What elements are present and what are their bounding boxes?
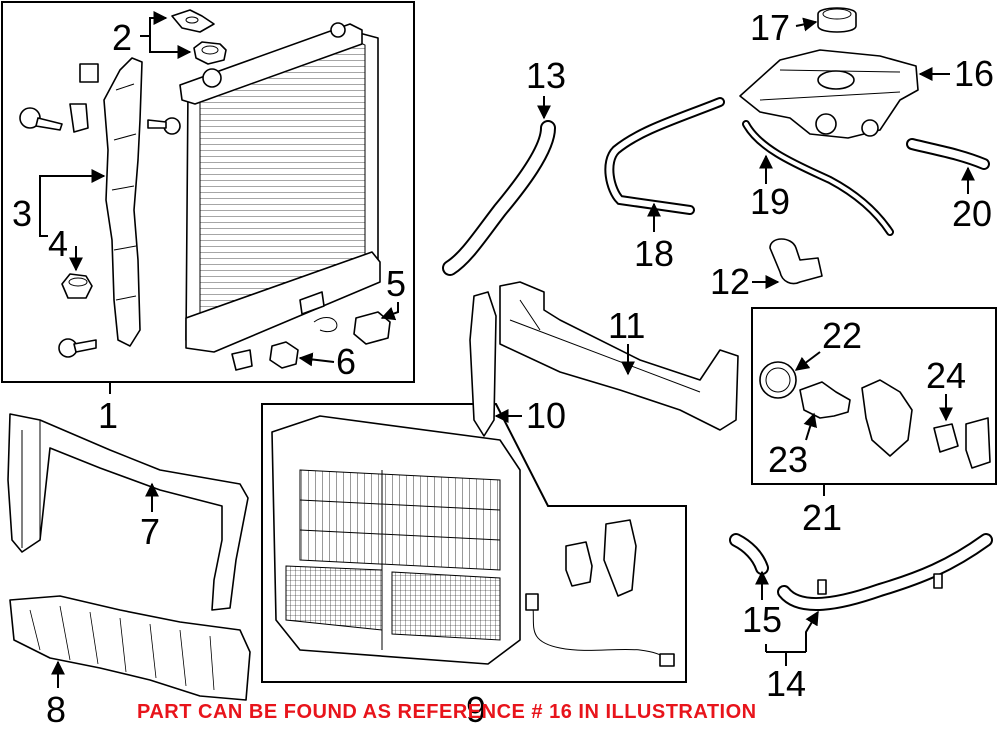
callout-12: 12 [710, 261, 750, 302]
hose-18-drawing [604, 97, 725, 215]
group-box-thermostat [751, 307, 997, 485]
reservoir-drawing [739, 7, 919, 139]
callout-15: 15 [742, 599, 782, 640]
callout-7: 7 [140, 511, 160, 552]
deflector-lower-drawing [9, 595, 251, 701]
hose-20-drawing [906, 138, 990, 170]
upper-baffle-drawing [499, 281, 739, 431]
hose-elbow-drawing [769, 238, 823, 285]
thermostat-drawing [759, 361, 991, 469]
hose-19-drawing [742, 120, 894, 236]
grommet-drawing [171, 9, 227, 65]
callout-4: 4 [48, 223, 68, 264]
callout-18: 18 [634, 233, 674, 274]
radiator-drawing [179, 22, 381, 353]
callout-5: 5 [386, 263, 406, 304]
leader-lines [39, 11, 975, 688]
callout-9: 9 [466, 689, 486, 730]
callout-11: 11 [608, 305, 645, 346]
callout-17: 17 [750, 7, 790, 48]
callout-23: 23 [768, 439, 808, 480]
callout-20: 20 [952, 193, 992, 234]
callout-13: 13 [526, 55, 566, 96]
baffle-upper-drawing [7, 413, 249, 611]
group-box-radiator [1, 1, 415, 383]
coolant-pipe-drawing [729, 533, 993, 611]
callout-2: 2 [112, 17, 132, 58]
shutter-drawing [271, 415, 675, 667]
callout-1: 1 [98, 395, 118, 436]
side-seal-drawing [469, 291, 497, 437]
callout-8: 8 [46, 689, 66, 730]
callout-3: 3 [12, 193, 32, 234]
callout-22: 22 [822, 315, 862, 356]
bracket-drawing [19, 57, 181, 358]
reference-note: PART CAN BE FOUND AS REFERENCE # 16 IN I… [137, 701, 757, 723]
sensor-drawing [231, 311, 391, 371]
callout-16: 16 [954, 53, 994, 94]
callout-24: 24 [926, 355, 966, 396]
callout-21: 21 [802, 497, 842, 538]
callout-14: 14 [766, 663, 806, 704]
callout-10: 10 [526, 395, 566, 436]
group-box-shutter [261, 403, 687, 683]
callout-19: 19 [750, 181, 790, 222]
callout-labels: 1 2 3 4 5 6 7 8 9 10 11 12 13 14 15 16 1… [12, 7, 994, 730]
upper-hose-drawing [442, 120, 556, 276]
callout-6: 6 [336, 341, 356, 382]
